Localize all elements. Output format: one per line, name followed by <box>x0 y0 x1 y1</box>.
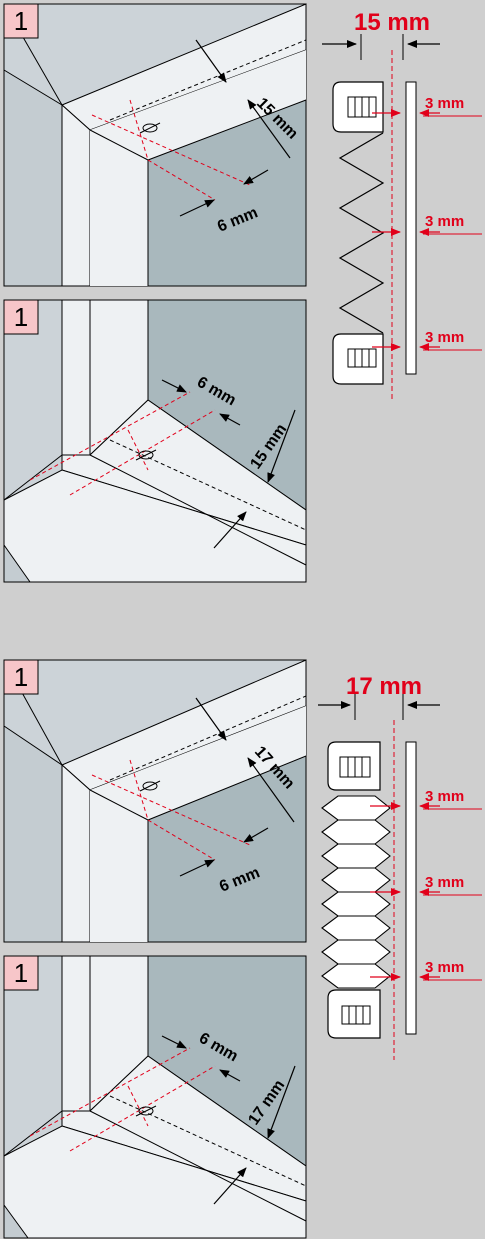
gap-label: 3 mm <box>425 213 464 230</box>
side-view-pleated: 15 mm 3 mm 3 mm 3 mm <box>322 9 482 400</box>
side-frame <box>61 763 91 943</box>
panel-2-bottom-corner: 6 mm 15 mm 1 <box>3 299 307 583</box>
panel-4-bottom-corner: 6 mm 17 mm 1 <box>3 955 307 1239</box>
step-number: 1 <box>14 958 28 988</box>
panel-3-top-corner: 17 mm 6 mm 1 <box>3 659 307 943</box>
step-number: 1 <box>14 662 28 692</box>
top-rail <box>327 741 381 791</box>
screw-hole-icon <box>142 123 158 133</box>
screw-hole-icon <box>138 450 154 460</box>
window-glass <box>405 81 417 375</box>
glass-pane <box>147 755 307 943</box>
left-wall <box>3 69 63 287</box>
bottom-rail <box>327 989 381 1039</box>
gap-label: 3 mm <box>425 788 464 805</box>
screw-hole-icon <box>142 781 158 791</box>
bottom-rail <box>332 333 384 385</box>
step-badge <box>3 299 39 335</box>
screw-hole-icon <box>138 1106 154 1116</box>
depth-label: 15 mm <box>354 9 430 36</box>
glass-pane <box>147 99 307 287</box>
side-view-honeycomb: 17 mm 3 mm 3 m <box>318 673 482 1060</box>
step-number: 1 <box>14 302 28 332</box>
window-glass <box>405 741 417 1035</box>
pleated-fabric <box>338 132 385 334</box>
side-frame <box>61 103 91 287</box>
step-badge <box>3 3 39 39</box>
honeycomb-fabric <box>321 795 391 989</box>
step-badge <box>3 955 39 991</box>
step-badge <box>3 659 39 695</box>
top-rail <box>332 81 384 133</box>
gap-label: 3 mm <box>425 874 464 891</box>
gap-label: 3 mm <box>425 329 464 346</box>
step-number: 1 <box>14 6 28 36</box>
panel-1-top-corner: 15 mm 6 mm 1 <box>3 3 307 287</box>
gap-label: 3 mm <box>425 959 464 976</box>
gap-label: 3 mm <box>425 95 464 112</box>
depth-label: 17 mm <box>346 673 422 700</box>
